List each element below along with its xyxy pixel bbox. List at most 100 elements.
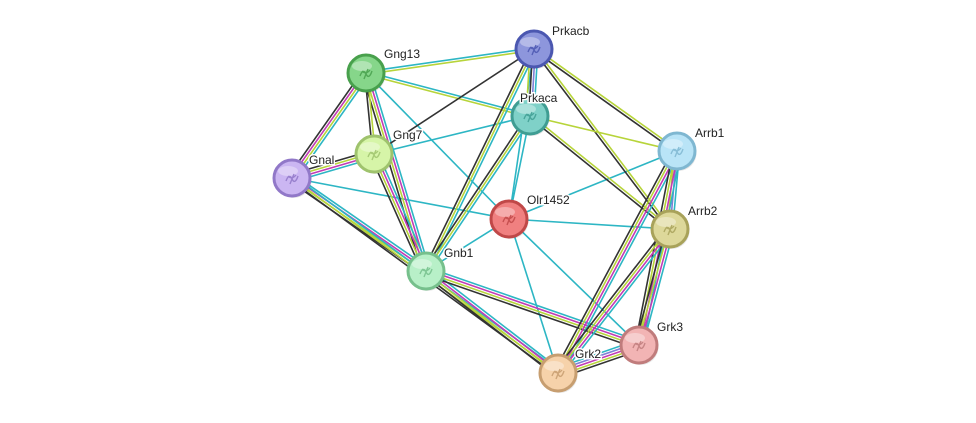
edge-evidence-database	[508, 218, 559, 374]
edge-evidence-coexpression	[288, 69, 364, 177]
edge-evidence-database	[293, 174, 430, 269]
protein-structure-icon	[670, 146, 684, 158]
node-grk2[interactable]: Grk2	[538, 346, 603, 393]
node-label: Prkacb	[552, 24, 590, 38]
node-gloss	[495, 207, 515, 217]
edge-prkacb-gnb1[interactable]	[422, 47, 538, 273]
edge-evidence-experimental	[558, 229, 672, 375]
protein-structure-icon	[663, 224, 677, 236]
node-label: Olr1452	[527, 193, 570, 207]
edge-evidence-experimental	[425, 268, 641, 345]
node-arrb2[interactable]: Arrb2	[650, 203, 719, 249]
protein-structure-icon	[285, 173, 299, 185]
node-label: Prkaca	[520, 91, 558, 105]
edge-evidence-textmining	[636, 227, 670, 346]
protein-structure-icon	[527, 44, 541, 56]
node-gloss	[656, 217, 676, 227]
edge-olr1452-grk3[interactable]	[508, 218, 640, 346]
edge-evidence-database	[294, 74, 370, 182]
edge-evidence-textmining	[424, 271, 559, 375]
edge-evidence-database	[365, 46, 535, 73]
node-olr1452[interactable]: Olr1452	[489, 192, 572, 239]
edge-evidence-coexpression	[422, 273, 557, 377]
edge-evidence-database	[560, 230, 674, 377]
edges-layer	[288, 46, 682, 379]
edge-prkaca-gnb1[interactable]	[423, 113, 533, 274]
node-prkacb[interactable]: Prkacb	[514, 23, 591, 69]
node-label: Gnal	[309, 153, 334, 167]
edge-evidence-coexpression	[373, 48, 535, 155]
edge-gnb1-grk2[interactable]	[422, 267, 562, 377]
node-gng7[interactable]: Gng7	[354, 127, 424, 174]
edge-evidence-coexpression	[423, 273, 639, 350]
edge-gng7-prkacb[interactable]	[373, 48, 535, 155]
edge-evidence-textmining	[365, 49, 535, 76]
node-gloss	[278, 166, 298, 176]
edge-olr1452-gng13[interactable]	[365, 72, 510, 220]
edge-evidence-database	[426, 266, 642, 343]
edge-evidence-textmining	[292, 72, 368, 180]
edge-evidence-textmining	[425, 115, 531, 272]
edge-evidence-textmining	[372, 153, 426, 273]
edge-evidence-coexpression	[369, 154, 424, 274]
node-prkaca[interactable]: Prkaca	[510, 90, 559, 136]
edge-gng13-gnal[interactable]	[288, 69, 370, 182]
node-label: Grk2	[575, 347, 601, 361]
edge-gng7-prkaca[interactable]	[373, 115, 531, 155]
edge-evidence-database	[641, 229, 675, 347]
node-gnal[interactable]: Gnal	[272, 152, 336, 198]
edge-arrb2-grk2[interactable]	[554, 225, 674, 377]
edge-evidence-experimental	[366, 71, 429, 272]
protein-structure-icon	[502, 214, 516, 226]
node-label: Gng13	[384, 47, 420, 61]
edge-evidence-textmining	[556, 149, 677, 374]
edge-evidence-experimental	[558, 150, 679, 375]
edge-evidence-coexpression	[532, 49, 678, 153]
edge-gnb1-grk3[interactable]	[423, 266, 642, 350]
protein-structure-icon	[632, 340, 646, 352]
edge-prkaca-arrb1[interactable]	[529, 115, 678, 152]
edge-evidence-experimental	[374, 152, 428, 272]
edge-gng7-gnb1[interactable]	[369, 151, 431, 274]
node-gnb1[interactable]: Gnb1	[406, 245, 475, 291]
edge-evidence-database	[365, 72, 510, 220]
node-gloss	[516, 104, 536, 114]
node-gng13[interactable]: Gng13	[346, 46, 422, 93]
edge-olr1452-grk2[interactable]	[508, 218, 559, 374]
edge-evidence-experimental	[290, 71, 366, 179]
edge-olr1452-arrb1[interactable]	[508, 150, 678, 220]
node-gloss	[360, 142, 380, 152]
node-label: Gng7	[393, 128, 423, 142]
node-arrb1[interactable]: Arrb1	[657, 125, 726, 171]
edge-gng13-gnb1[interactable]	[361, 71, 431, 273]
edge-evidence-experimental	[425, 269, 560, 373]
protein-structure-icon	[551, 368, 565, 380]
edge-evidence-coexpression	[422, 47, 533, 271]
edge-arrb1-grk2[interactable]	[553, 148, 682, 376]
node-label: Gnb1	[444, 246, 474, 260]
edge-evidence-coexpression	[634, 227, 668, 345]
protein-structure-icon	[367, 149, 381, 161]
edge-evidence-database	[508, 150, 678, 220]
edge-evidence-textmining	[534, 47, 672, 230]
edge-evidence-database	[427, 267, 562, 371]
node-gloss	[352, 61, 372, 71]
protein-structure-icon	[419, 266, 433, 278]
node-grk3[interactable]: Grk3	[619, 319, 685, 365]
edge-evidence-coexpression	[361, 73, 424, 273]
node-label: Arrb2	[688, 204, 718, 218]
node-gloss	[412, 259, 432, 269]
edge-olr1452-arrb2[interactable]	[508, 218, 671, 230]
edge-gng13-prkacb[interactable]	[365, 46, 535, 76]
edge-evidence-textmining	[425, 48, 535, 272]
edge-evidence-coexpression	[423, 113, 529, 271]
edge-prkacb-arrb1[interactable]	[532, 47, 679, 153]
edge-gng13-prkaca[interactable]	[364, 70, 532, 119]
edge-evidence-textmining	[556, 227, 670, 374]
edge-evidence-database	[427, 116, 533, 274]
edge-evidence-textmining	[533, 47, 679, 151]
node-gloss	[520, 37, 540, 47]
edge-arrb2-grk3[interactable]	[634, 227, 675, 347]
